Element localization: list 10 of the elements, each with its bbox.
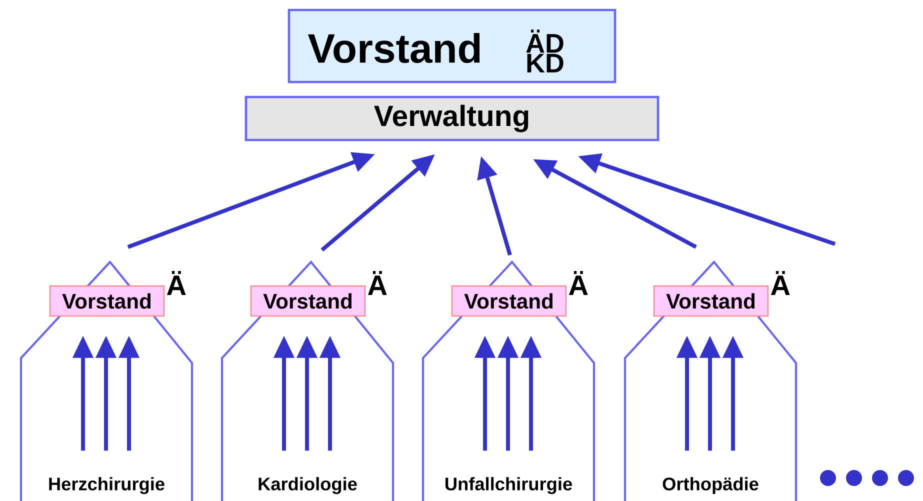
superscript-label: Ä [166,271,186,295]
board-box: Vorstand [250,285,366,317]
superscript-label: Ä [368,271,387,295]
superscript-label: Ä [568,271,588,295]
superscript-label: Ä [770,271,790,295]
board-box: Vorstand ÄD KD [288,8,616,84]
administration-box: Verwaltung [244,96,660,142]
board-box: Vorstand [653,285,769,317]
board-box: Vorstand [49,285,165,317]
board-box: Vorstand [451,285,567,317]
